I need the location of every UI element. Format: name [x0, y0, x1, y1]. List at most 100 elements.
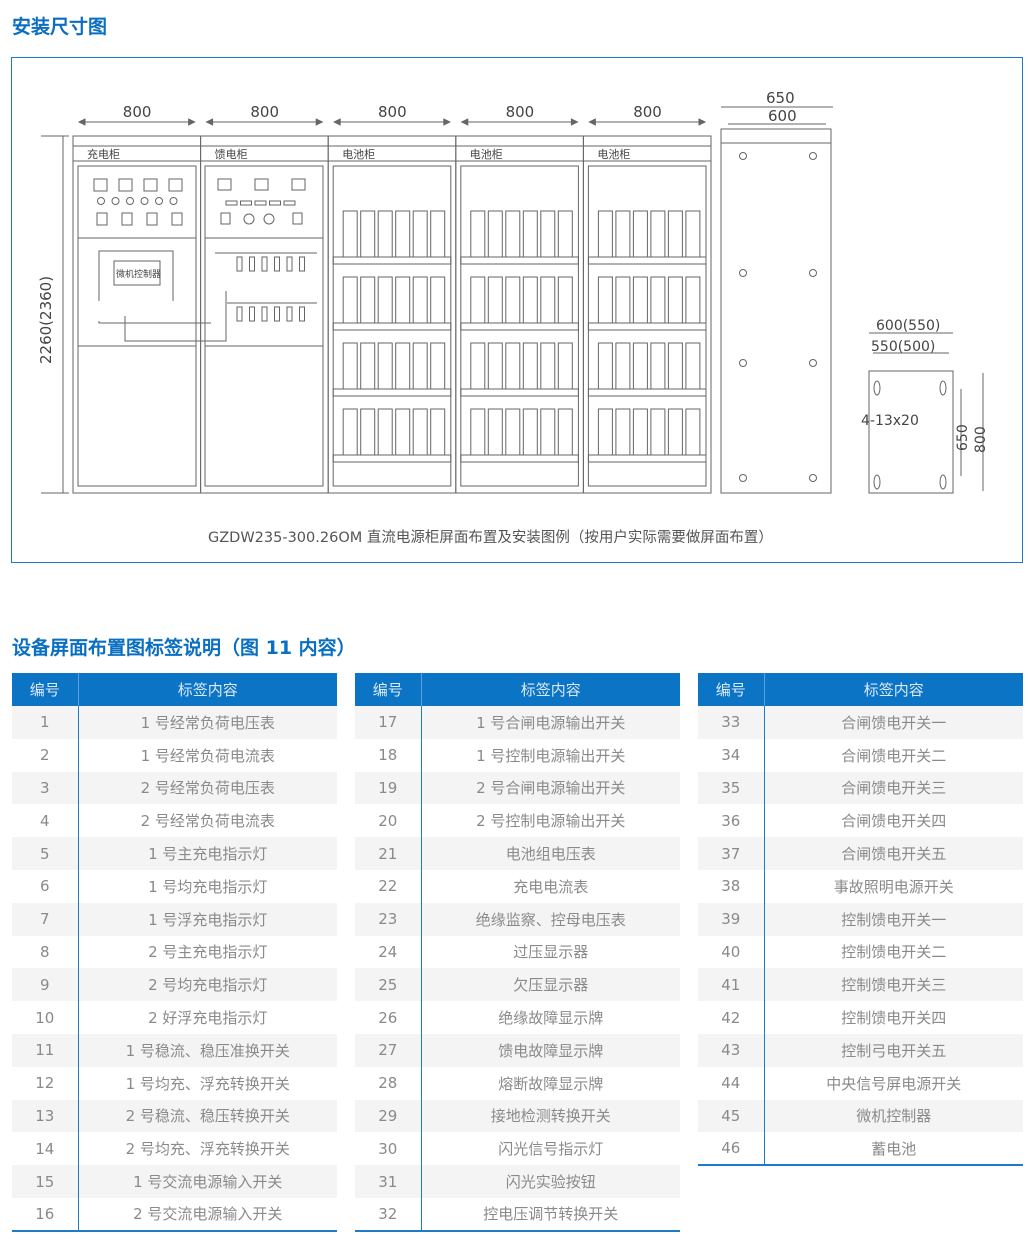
battery-cell — [540, 342, 556, 390]
label-number: 15 — [12, 1165, 79, 1198]
battery-cell — [342, 408, 358, 456]
battery-cell — [632, 210, 648, 258]
label-number: 20 — [355, 804, 422, 838]
battery-cell — [470, 342, 486, 390]
label-number: 29 — [355, 1099, 422, 1133]
label-content: 控制弓电开关五 — [764, 1033, 1023, 1067]
label-content: 2 号主充电指示灯 — [148, 943, 268, 962]
battery-cell — [470, 276, 486, 324]
table-row: 26 绝缘故障显示牌 — [355, 1001, 680, 1034]
battery-cell — [557, 342, 573, 390]
label-number: 23 — [355, 902, 422, 936]
battery-cell — [522, 342, 538, 390]
label-number: 19 — [355, 771, 422, 805]
battery-cell — [505, 276, 521, 324]
label-content: 欠压显示器 — [421, 968, 680, 1002]
battery-cell — [615, 342, 631, 390]
label-content: 1 号主充电指示灯 — [78, 837, 337, 870]
label-content: 接地检测转换开关 — [421, 1099, 680, 1133]
label-number: 33 — [698, 706, 765, 739]
battery-cell — [395, 408, 411, 456]
cabinet-name: 馈电柜 — [215, 148, 248, 161]
label-number: 18 — [355, 738, 422, 772]
cabinet-width: 800 — [123, 103, 152, 121]
base-depth-800: 800 — [973, 426, 989, 453]
cabinet-width: 800 — [250, 103, 279, 121]
battery-cell — [632, 276, 648, 324]
battery-cell — [540, 276, 556, 324]
battery-cell — [615, 210, 631, 258]
label-number: 24 — [355, 935, 422, 969]
label-content: 2 号均充电指示灯 — [78, 968, 337, 1002]
label-content: 1 号稳流、稳压准换开关 — [78, 1033, 337, 1067]
battery-cell — [667, 210, 683, 258]
label-content: 2 好浮充电指示灯 — [148, 1009, 268, 1028]
battery-cell — [377, 276, 393, 324]
label-number: 16 — [12, 1197, 79, 1232]
battery-cell — [650, 276, 666, 324]
label-number: 4 — [12, 804, 79, 838]
cabinet-width: 800 — [378, 103, 407, 121]
label-content: 1 号浮充电指示灯 — [78, 902, 337, 936]
battery-cell — [377, 342, 393, 390]
label-number: 27 — [355, 1033, 422, 1067]
battery-cell — [615, 408, 631, 456]
label-content: 2 号交流电源输入开关 — [78, 1197, 337, 1232]
label-content: 绝缘故障显示牌 — [498, 1009, 604, 1028]
battery-cell — [597, 408, 613, 456]
bolt-icon — [739, 269, 747, 277]
battery-cell — [342, 210, 358, 258]
header-num: 编号 — [698, 673, 765, 706]
label-number: 39 — [698, 902, 765, 936]
battery-cell — [470, 408, 486, 456]
label-content: 1 号经常负荷电压表 — [78, 706, 337, 739]
table-header: 编号标签内容 — [355, 673, 680, 706]
battery-cell — [650, 342, 666, 390]
controller-label: 微机控制器 — [116, 268, 161, 280]
label-content: 合闸馈电开关三 — [764, 771, 1023, 805]
battery-cell — [667, 408, 683, 456]
battery-cell — [487, 210, 503, 258]
label-number: 31 — [355, 1165, 422, 1198]
label-content: 1 号均充电指示灯 — [148, 877, 268, 896]
label-number: 36 — [698, 804, 765, 838]
header-content: 标签内容 — [421, 673, 680, 706]
label-number: 45 — [698, 1099, 765, 1133]
label-content: 2 号控制电源输出开关 — [476, 812, 626, 831]
battery-cell — [430, 408, 446, 456]
cabinet-name: 电池柜 — [342, 148, 375, 161]
bolt-icon — [809, 359, 817, 367]
battery-cell — [360, 276, 376, 324]
label-number: 26 — [355, 1001, 422, 1034]
table-header: 编号标签内容 — [698, 673, 1023, 706]
battery-cell — [685, 342, 701, 390]
label-number: 40 — [698, 935, 765, 969]
label-content: 1 号合闸电源输出开关 — [421, 706, 680, 739]
battery-cell — [487, 276, 503, 324]
label-content: 过压显示器 — [513, 943, 589, 962]
battery-cell — [430, 342, 446, 390]
battery-cell — [342, 276, 358, 324]
base-depth-650: 650 — [955, 424, 971, 451]
